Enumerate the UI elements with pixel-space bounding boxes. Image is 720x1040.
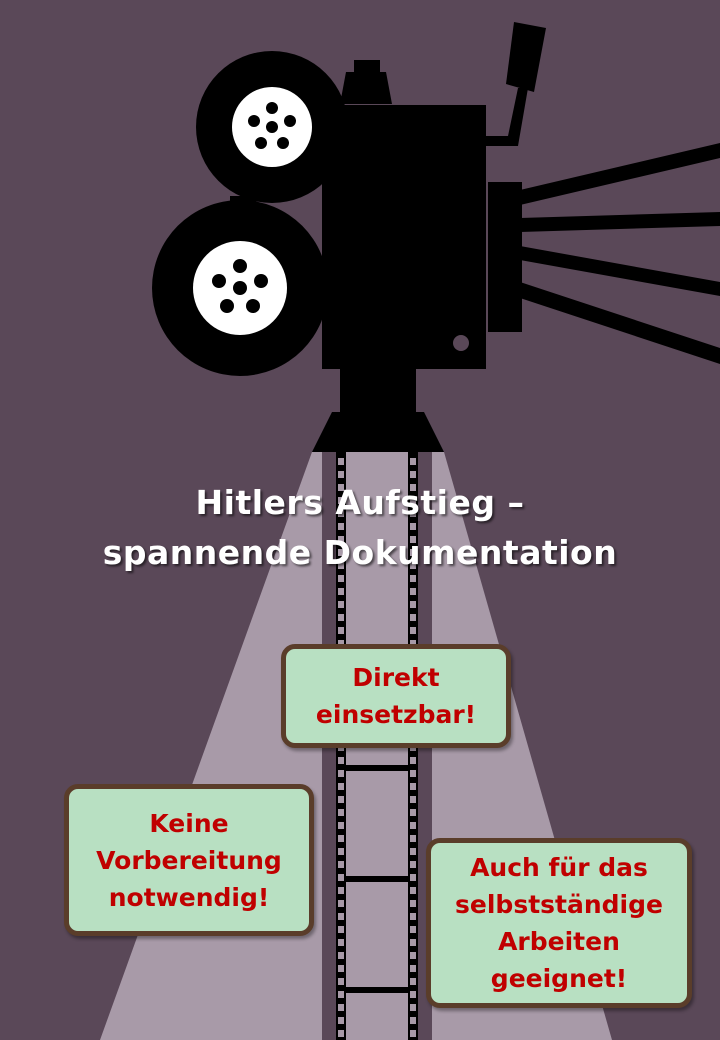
- film-sprocket-hole: [338, 627, 344, 634]
- film-sprocket-hole: [410, 523, 416, 530]
- film-sprocket-hole: [410, 536, 416, 543]
- film-sprocket-hole: [338, 614, 344, 621]
- film-sprocket-hole: [338, 783, 344, 790]
- film-sprocket-hole: [338, 848, 344, 855]
- callout-text-line: selbstständige: [455, 890, 663, 919]
- film-sprocket-hole: [338, 900, 344, 907]
- film-sprocket-hole: [410, 965, 416, 972]
- film-sprocket-hole: [338, 1030, 344, 1037]
- film-sprocket-hole: [338, 757, 344, 764]
- film-sprocket-hole: [338, 770, 344, 777]
- film-reel-icon: [196, 51, 348, 203]
- film-projector-icon: [152, 22, 546, 452]
- callout-text-line: Keine: [149, 808, 229, 838]
- film-sprocket-hole: [338, 484, 344, 491]
- film-sprocket-hole: [410, 1017, 416, 1024]
- film-sprocket-hole: [410, 978, 416, 985]
- film-sprocket-hole: [338, 913, 344, 920]
- film-sprocket-hole: [338, 1004, 344, 1011]
- callout-direkt-einsetzbar: Direkt einsetzbar!: [281, 644, 511, 748]
- film-sprocket-hole: [338, 835, 344, 842]
- film-sprocket-hole: [338, 809, 344, 816]
- film-sprocket-hole: [410, 887, 416, 894]
- film-sprocket-hole: [338, 523, 344, 530]
- film-sprocket-hole: [338, 601, 344, 608]
- film-sprocket-hole: [410, 471, 416, 478]
- film-sprocket-hole: [338, 471, 344, 478]
- film-sprocket-hole: [410, 874, 416, 881]
- film-sprocket-hole: [410, 783, 416, 790]
- film-sprocket-hole: [338, 887, 344, 894]
- film-sprocket-hole: [410, 770, 416, 777]
- film-sprocket-hole: [410, 575, 416, 582]
- callout-text-line: Auch für das: [470, 853, 648, 882]
- film-sprocket-hole: [410, 549, 416, 556]
- callout-text-line: Arbeiten: [498, 927, 620, 956]
- film-sprocket-hole: [410, 510, 416, 517]
- title-line-2: spannende Dokumentation: [102, 533, 618, 572]
- film-sprocket-hole: [338, 640, 344, 647]
- title-line-1: Hitlers Aufstieg –: [195, 483, 525, 522]
- film-sprocket-hole: [410, 900, 416, 907]
- film-sprocket-hole: [338, 822, 344, 829]
- tripod-icon: [488, 143, 720, 364]
- film-sprocket-hole: [410, 848, 416, 855]
- film-sprocket-hole: [410, 588, 416, 595]
- callout-text-line: einsetzbar!: [315, 700, 477, 729]
- film-sprocket-hole: [410, 627, 416, 634]
- film-sprocket-hole: [338, 536, 344, 543]
- film-sprocket-hole: [410, 562, 416, 569]
- film-sprocket-hole: [410, 796, 416, 803]
- film-sprocket-hole: [410, 952, 416, 959]
- film-sprocket-hole: [338, 861, 344, 868]
- film-sprocket-hole: [410, 614, 416, 621]
- film-sprocket-hole: [338, 965, 344, 972]
- film-sprocket-hole: [410, 640, 416, 647]
- film-sprocket-hole: [410, 484, 416, 491]
- film-sprocket-hole: [410, 809, 416, 816]
- film-sprocket-hole: [410, 861, 416, 868]
- callout-selbststaendiges-arbeiten: Auch für das selbstständige Arbeiten gee…: [426, 838, 692, 1008]
- film-sprocket-hole: [338, 562, 344, 569]
- film-sprocket-hole: [338, 796, 344, 803]
- film-sprocket-hole: [410, 497, 416, 504]
- callout-text-line: Vorbereitung: [96, 845, 282, 875]
- film-sprocket-hole: [338, 991, 344, 998]
- film-sprocket-hole: [338, 874, 344, 881]
- callout-keine-vorbereitung: Keine Vorbereitung notwendig!: [64, 784, 314, 936]
- film-sprocket-hole: [410, 835, 416, 842]
- film-sprocket-hole: [338, 1017, 344, 1024]
- film-sprocket-hole: [410, 1004, 416, 1011]
- film-sprocket-hole: [338, 952, 344, 959]
- film-sprocket-hole: [410, 757, 416, 764]
- film-sprocket-hole: [338, 497, 344, 504]
- film-sprocket-hole: [338, 549, 344, 556]
- film-sprocket-hole: [338, 926, 344, 933]
- page-title: Hitlers Aufstieg – spannende Dokumentati…: [0, 478, 720, 578]
- film-sprocket-hole: [410, 458, 416, 465]
- callout-text-line: Direkt: [352, 663, 440, 692]
- film-sprocket-hole: [338, 575, 344, 582]
- film-sprocket-hole: [338, 588, 344, 595]
- film-sprocket-hole: [410, 991, 416, 998]
- film-sprocket-hole: [338, 510, 344, 517]
- callout-text-line: geeignet!: [490, 964, 628, 993]
- film-sprocket-hole: [410, 926, 416, 933]
- film-sprocket-hole: [410, 1030, 416, 1037]
- film-reel-icon: [152, 200, 328, 376]
- film-sprocket-hole: [338, 939, 344, 946]
- film-sprocket-hole: [338, 978, 344, 985]
- film-sprocket-hole: [410, 822, 416, 829]
- film-sprocket-hole: [410, 601, 416, 608]
- film-sprocket-hole: [410, 913, 416, 920]
- callout-text-line: notwendig!: [108, 882, 270, 912]
- film-sprocket-hole: [338, 458, 344, 465]
- film-sprocket-hole: [410, 939, 416, 946]
